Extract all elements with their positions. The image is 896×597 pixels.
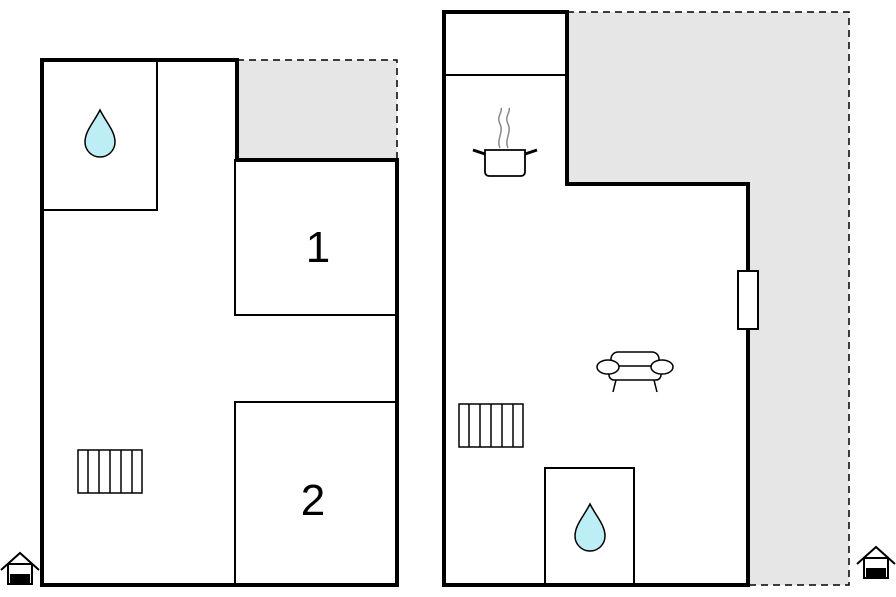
entrance-icon [0,551,40,585]
outer-wall [442,10,750,587]
entrance-icon [856,545,896,579]
terrace-outline [237,59,398,160]
stairs-icon [458,403,524,448]
bathroom [41,59,158,211]
room-1 [234,159,398,316]
bathroom [544,467,635,586]
sofa-icon [596,351,674,393]
room-2-label: 2 [301,476,325,525]
window-icon [737,270,759,330]
stairs-icon [77,449,143,494]
cooking-pot-icon [472,107,538,177]
terrace-area [237,60,397,160]
water-drop-icon [574,502,606,552]
floor-plan-left: 1 2 [0,58,399,587]
room-2 [234,401,398,586]
room-1-label: 1 [306,223,330,272]
terrace-area [567,12,849,585]
terrace-outline [567,11,850,586]
water-drop-icon [84,108,116,158]
floor-plan-right [442,10,896,587]
